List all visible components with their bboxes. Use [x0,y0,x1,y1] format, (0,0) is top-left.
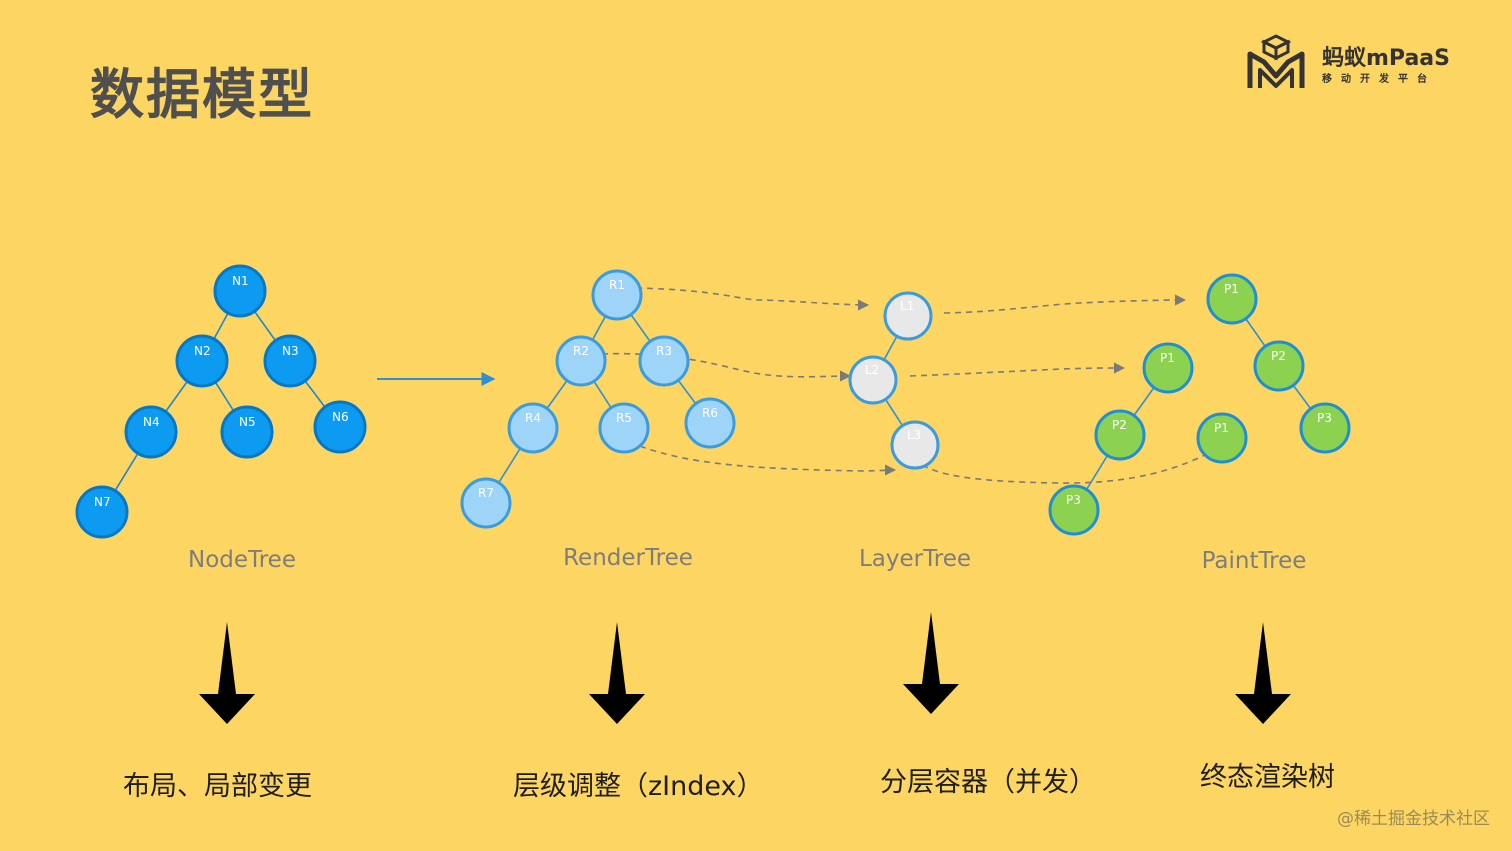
tree-node-circle [1048,484,1100,536]
tree-node-circle [1094,409,1146,461]
tree-node-circle [883,291,933,341]
tree-node: N2 [175,334,229,388]
tree-node: R3 [638,335,690,387]
tree-node-circle [507,402,559,454]
tree-node-label: P3 [1066,493,1081,507]
tree-node: R1 [591,269,643,321]
tree-label-layertree: LayerTree [858,546,972,572]
tree-node-circle [175,334,229,388]
tree-node: N1 [213,264,267,318]
tree-node-circle [1206,273,1258,325]
tree-node-circle [124,405,178,459]
tree-node: R4 [507,402,559,454]
tree-node-label: L3 [907,428,921,442]
tree-node-label: P1 [1160,351,1175,365]
tree-node: R2 [555,335,607,387]
tree-node-circle [555,335,607,387]
tree-node: P1 [1206,273,1258,325]
tree-node-label: L1 [900,299,914,313]
tree-node-label: P3 [1317,411,1332,425]
tree-node-circle [598,402,650,454]
tree-node-label: R5 [616,411,632,425]
tree-node: R7 [460,477,512,529]
tree-node-circle [75,485,129,539]
tree-node-label: P2 [1112,418,1127,432]
tree-node-label: R3 [656,344,672,358]
tree-node: N7 [75,485,129,539]
tree-node-label: P2 [1271,349,1286,363]
tree-node: N4 [124,405,178,459]
tree-node-circle [890,420,940,470]
step-label-final: 终态渲染树 [1200,762,1335,793]
tree-node: N5 [220,405,274,459]
tree-node: L1 [883,291,933,341]
tree-node-circle [213,264,267,318]
step-label-zindex: 层级调整（zIndex） [513,771,764,802]
tree-node-circle [263,334,317,388]
tree-node-circle [848,355,898,405]
tree-node-circle [1299,402,1351,454]
tree-node-circle [1253,340,1305,392]
tree-node-circle [1196,412,1248,464]
map-r1-l1 [635,287,870,311]
step-label-layout: 布局、局部变更 [123,771,312,802]
tree-node-label: N3 [282,344,299,358]
map-r5-l3 [639,445,897,476]
tree-node-label: N2 [194,344,211,358]
tree-node-circle [1142,342,1194,394]
tree-node: R6 [684,397,736,449]
watermark: @稀土掘金技术社区 [1337,809,1490,829]
tree-node: P3 [1299,402,1351,454]
tree-node-label: P1 [1214,421,1229,435]
brand-subtitle: 移动开发平台 [1322,74,1436,85]
tree-node: L2 [848,355,898,405]
tree-node-label: N7 [94,495,111,509]
tree-label-rendertree: RenderTree [563,545,693,571]
map-l1-p1 [943,294,1187,314]
tree-node-label: N4 [143,415,160,429]
tree-node: P2 [1094,409,1146,461]
map-l2-p1 [909,362,1126,377]
tree-node-circle [460,477,512,529]
tree-node-label: N1 [232,274,249,288]
tree-node: P3 [1048,484,1100,536]
tree-node-circle [638,335,690,387]
tree-node: P1 [1142,342,1194,394]
tree-node: N6 [313,400,367,454]
tree-label-nodetree: NodeTree [188,547,296,573]
tree-node-label: N5 [239,415,256,429]
mpaas-logo-icon [1247,34,1305,88]
brand-logo: 蚂蚁mPaaS 移动开发平台 [1246,32,1466,92]
tree-node-circle [220,405,274,459]
tree-node-label: R7 [478,486,494,500]
tree-node-label: L2 [865,363,879,377]
tree-node-label: N6 [332,410,349,424]
tree-node: P2 [1253,340,1305,392]
tree-node: N3 [263,334,317,388]
tree-node-label: R2 [573,344,589,358]
tree-node-label: R1 [609,278,625,292]
tree-node: R5 [598,402,650,454]
map-l3-p1 [913,446,1221,484]
tree-node: P1 [1196,412,1248,464]
brand-name: 蚂蚁mPaaS [1322,46,1450,71]
tree-node-circle [313,400,367,454]
tree-label-painttree: PaintTree [1201,548,1307,574]
slide-title: 数据模型 [90,63,314,126]
tree-node-label: R4 [525,411,541,425]
tree-node-label: P1 [1224,282,1239,296]
step-label-concurrency: 分层容器（并发） [880,767,1096,798]
tree-node-circle [684,397,736,449]
tree-node-label: R6 [702,406,718,420]
tree-node: L3 [890,420,940,470]
tree-node-circle [591,269,643,321]
